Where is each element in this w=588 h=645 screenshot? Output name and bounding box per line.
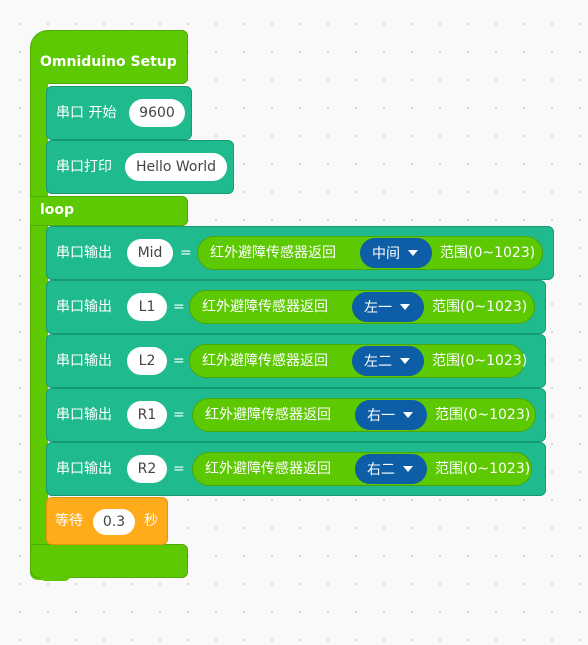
equals-sign: = bbox=[180, 245, 192, 261]
serial-output-label: 串口输出 bbox=[56, 353, 112, 369]
ir-sensor-reporter[interactable]: 红外避障传感器返回 右一 范围(0~1023) bbox=[192, 398, 536, 432]
serial-output-block[interactable]: 串口输出 L1 = 红外避障传感器返回 左一 范围(0~1023) bbox=[46, 280, 546, 334]
sensor-position-value: 右一 bbox=[367, 408, 395, 424]
ir-sensor-label: 红外避障传感器返回 bbox=[202, 299, 328, 315]
sensor-position-value: 左二 bbox=[364, 354, 392, 370]
range-label: 范围(0~1023) bbox=[435, 407, 531, 423]
chevron-down-icon bbox=[408, 250, 418, 256]
serial-begin-label: 串口 开始 bbox=[56, 105, 117, 121]
serial-output-label: 串口输出 bbox=[56, 407, 112, 423]
ir-sensor-label: 红外避障传感器返回 bbox=[205, 407, 331, 423]
loop-header[interactable] bbox=[30, 196, 188, 226]
serial-output-block[interactable]: 串口输出 L2 = 红外避障传感器返回 左二 范围(0~1023) bbox=[46, 334, 546, 388]
chevron-down-icon bbox=[400, 304, 410, 310]
wait-seconds-input[interactable]: 0.3 bbox=[93, 509, 135, 535]
output-name-input[interactable]: R2 bbox=[127, 455, 167, 483]
sensor-position-dropdown[interactable]: 左一 bbox=[352, 292, 424, 322]
range-label: 范围(0~1023) bbox=[440, 245, 536, 261]
equals-sign: = bbox=[173, 461, 185, 477]
sensor-position-value: 中间 bbox=[372, 246, 400, 262]
ir-sensor-reporter[interactable]: 红外避障传感器返回 右二 范围(0~1023) bbox=[192, 452, 532, 486]
serial-output-block[interactable]: 串口输出 R2 = 红外避障传感器返回 右二 范围(0~1023) bbox=[46, 442, 546, 496]
baud-input[interactable]: 9600 bbox=[129, 99, 185, 127]
sensor-position-dropdown[interactable]: 右二 bbox=[355, 454, 427, 484]
setup-footer[interactable] bbox=[30, 544, 188, 578]
equals-sign: = bbox=[173, 407, 185, 423]
serial-print-block[interactable]: 串口打印 Hello World bbox=[46, 140, 234, 194]
ir-sensor-label: 红外避障传感器返回 bbox=[205, 461, 331, 477]
sensor-position-dropdown[interactable]: 右一 bbox=[355, 400, 427, 430]
output-name-input[interactable]: L2 bbox=[127, 347, 167, 375]
setup-header[interactable] bbox=[30, 30, 188, 84]
serial-output-block[interactable]: 串口输出 R1 = 红外避障传感器返回 右一 范围(0~1023) bbox=[46, 388, 546, 442]
serial-print-label: 串口打印 bbox=[56, 159, 112, 175]
ir-sensor-label: 红外避障传感器返回 bbox=[210, 245, 336, 261]
output-name-input[interactable]: Mid bbox=[127, 239, 173, 267]
serial-output-label: 串口输出 bbox=[56, 245, 112, 261]
ir-sensor-reporter[interactable]: 红外避障传感器返回 左二 范围(0~1023) bbox=[189, 344, 528, 378]
setup-bottom-notch bbox=[40, 576, 70, 581]
ir-sensor-reporter[interactable]: 红外避障传感器返回 左一 范围(0~1023) bbox=[189, 290, 535, 324]
wait-block[interactable]: 等待 0.3 秒 bbox=[46, 497, 168, 545]
sensor-position-value: 右二 bbox=[367, 462, 395, 478]
wait-unit: 秒 bbox=[144, 513, 158, 529]
print-text-input[interactable]: Hello World bbox=[125, 153, 227, 181]
chevron-down-icon bbox=[403, 412, 413, 418]
setup-title: Omniduino Setup bbox=[40, 54, 177, 70]
sensor-position-dropdown[interactable]: 中间 bbox=[360, 238, 432, 268]
range-label: 范围(0~1023) bbox=[435, 461, 531, 477]
chevron-down-icon bbox=[403, 466, 413, 472]
output-name-input[interactable]: R1 bbox=[127, 401, 167, 429]
range-label: 范围(0~1023) bbox=[432, 353, 528, 369]
serial-output-block[interactable]: 串口输出 Mid = 红外避障传感器返回 中间 范围(0~1023) bbox=[46, 226, 554, 280]
loop-title: loop bbox=[40, 202, 75, 218]
ir-sensor-reporter[interactable]: 红外避障传感器返回 中间 范围(0~1023) bbox=[197, 236, 543, 270]
serial-begin-block[interactable]: 串口 开始 9600 bbox=[46, 86, 192, 140]
equals-sign: = bbox=[173, 299, 185, 315]
output-name-input[interactable]: L1 bbox=[127, 293, 167, 321]
ir-sensor-label: 红外避障传感器返回 bbox=[202, 353, 328, 369]
range-label: 范围(0~1023) bbox=[432, 299, 528, 315]
equals-sign: = bbox=[173, 353, 185, 369]
serial-output-label: 串口输出 bbox=[56, 461, 112, 477]
serial-output-label: 串口输出 bbox=[56, 299, 112, 315]
wait-label: 等待 bbox=[55, 513, 83, 529]
sensor-position-value: 左一 bbox=[364, 300, 392, 316]
sensor-position-dropdown[interactable]: 左二 bbox=[352, 346, 424, 376]
chevron-down-icon bbox=[400, 358, 410, 364]
